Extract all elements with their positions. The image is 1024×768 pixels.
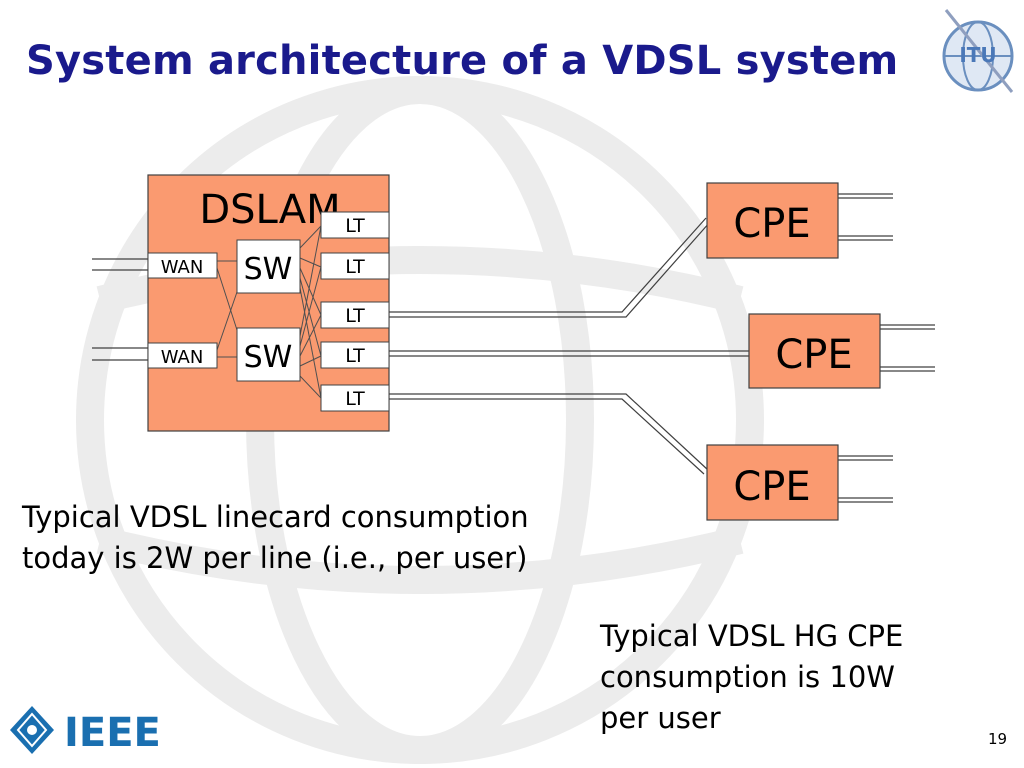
switch-label-1: SW	[244, 252, 293, 287]
lt-label-4: LT	[345, 345, 365, 367]
wan-box-2	[147, 342, 218, 369]
wan-uplink-lines	[92, 258, 148, 361]
lt-box-2	[320, 252, 390, 280]
lt-label-2: LT	[345, 256, 365, 278]
cpe-outbound-lines	[838, 193, 935, 503]
note-line: Typical VDSL linecard consumption	[22, 500, 529, 534]
lt-box-1	[320, 211, 390, 239]
cpe-box-3	[706, 444, 839, 521]
cpe-label-2: CPE	[775, 332, 852, 378]
lt-box-5	[320, 384, 390, 412]
lt-label-5: LT	[345, 388, 365, 410]
lt-box-4	[320, 341, 390, 369]
lt-box-3	[320, 301, 390, 329]
itu-logo: ITU	[942, 9, 1014, 93]
cpe-consumption-note: Typical VDSL HG CPE consumption is 10W p…	[600, 616, 903, 739]
slide-number: 19	[988, 730, 1008, 748]
note-line: Typical VDSL HG CPE	[600, 619, 904, 653]
cpe-box-1	[706, 182, 839, 259]
wan-label-1: WAN	[161, 257, 204, 278]
lt-label-3: LT	[345, 305, 365, 327]
wan-box-1	[147, 252, 218, 279]
cpe-box-2	[748, 313, 881, 389]
lt-label-1: LT	[345, 215, 365, 237]
switch-box-2	[236, 327, 301, 382]
switch-label-2: SW	[244, 340, 293, 375]
cpe-label-3: CPE	[733, 464, 810, 510]
dslam-label: DSLAM	[199, 187, 340, 233]
note-line: consumption is 10W	[600, 660, 895, 694]
wan-label-2: WAN	[161, 347, 204, 368]
linecard-consumption-note: Typical VDSL linecard consumption today …	[22, 497, 529, 579]
switch-box-1	[236, 239, 301, 294]
subscriber-lines	[389, 217, 749, 475]
slide-title: System architecture of a VDSL system	[26, 38, 899, 84]
note-line: per user	[600, 701, 721, 735]
internal-connections	[216, 225, 322, 399]
ieee-logo: IEEE	[10, 706, 161, 756]
ieee-logo-text: IEEE	[64, 710, 161, 756]
itu-logo-text: ITU	[959, 43, 996, 67]
note-line: today is 2W per line (i.e., per user)	[22, 541, 528, 575]
cpe-label-1: CPE	[733, 201, 810, 247]
